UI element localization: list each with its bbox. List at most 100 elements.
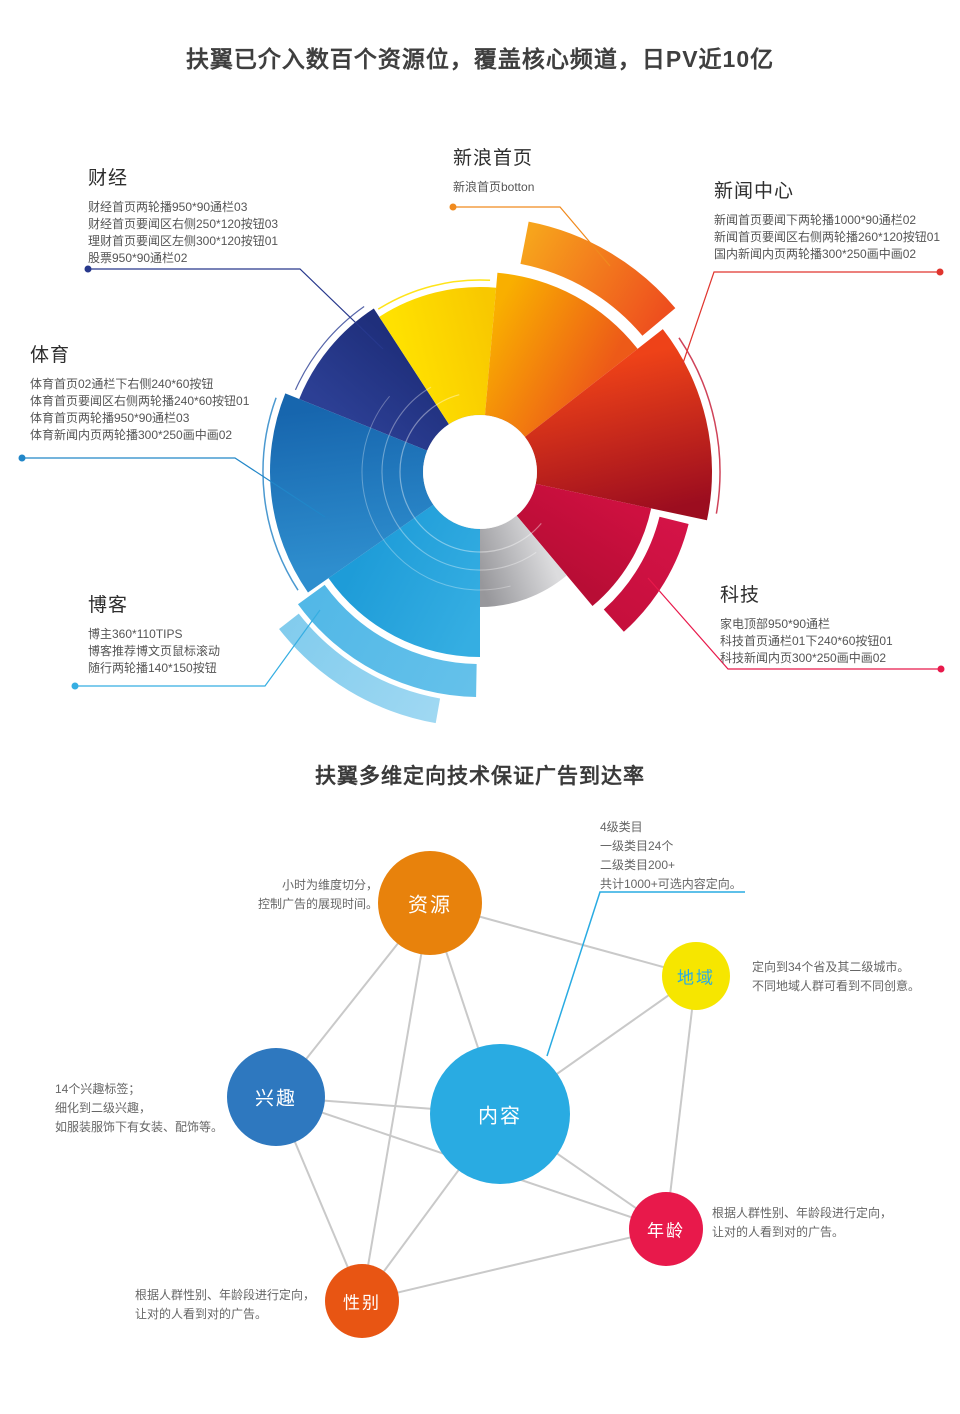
label-line: 新浪首页botton	[453, 180, 535, 194]
label-blog-title: 博客	[88, 595, 129, 616]
connector-blog	[75, 609, 321, 687]
label-sports-title: 体育	[30, 345, 71, 366]
node-label-age: 年龄	[647, 1221, 685, 1241]
label-sina-home-title: 新浪首页	[453, 148, 534, 169]
connector-dot-tech	[937, 665, 945, 673]
node-label-region: 地域	[677, 968, 715, 988]
connector-dot-news-center	[936, 268, 944, 276]
label-news-center-title: 新闻中心	[714, 181, 795, 202]
wedge-yellow	[379, 287, 497, 425]
label-line: 家电顶部950*90通栏	[720, 617, 831, 631]
connector-sports	[22, 457, 326, 518]
note-line: 控制广告的展现时间。	[257, 897, 378, 911]
node-content	[430, 1044, 570, 1184]
note-line: 14个兴趣标签；	[55, 1082, 141, 1096]
note-region: 定向到34个省及其二级城市。 不同地域人群可看到不同创意。	[752, 958, 920, 996]
note-line: 根据人群性别、年龄段进行定向，	[712, 1206, 893, 1220]
connector-finance	[88, 268, 384, 350]
label-line: 科技新闻内页300*250画中画02	[720, 651, 887, 665]
label-line: 博客推荐博文页鼠标滚动	[88, 644, 221, 658]
wedge-sina-orange	[484, 272, 638, 437]
connector-dot-blog	[71, 682, 79, 690]
connector-news-center	[681, 271, 940, 367]
label-sports: 体育 体育首页02通栏下右侧240*60按钮 体育首页要闻区右侧两轮播240*6…	[30, 340, 249, 444]
connector-dot-sina-home	[449, 203, 457, 211]
note-interest: 14个兴趣标签； 细化到二级兴趣， 如服装服饰下有女装、配饰等。	[55, 1080, 223, 1137]
label-sina-home: 新浪首页 新浪首页botton	[453, 143, 534, 196]
category-callout-line	[546, 891, 745, 1057]
note-resource: 小时为维度切分， 控制广告的展现时间。	[258, 876, 378, 914]
label-line: 体育首页02通栏下右侧240*60按钮	[30, 377, 214, 391]
node-resource	[378, 851, 482, 955]
wedge-news-red	[524, 329, 712, 521]
wedge-sports-blue	[270, 393, 434, 593]
label-finance-title: 财经	[88, 168, 129, 189]
label-line: 体育首页两轮播950*90通栏03	[30, 411, 190, 425]
note-gender: 根据人群性别、年龄段进行定向， 让对的人看到对的广告。	[135, 1286, 315, 1324]
node-label-resource: 资源	[408, 894, 452, 917]
band-blog-outer-1	[297, 584, 477, 697]
node-age	[629, 1192, 703, 1266]
label-line: 理财首页要闻区左侧300*120按钮01	[88, 234, 279, 248]
label-tech-title: 科技	[720, 585, 761, 606]
wedge-silver	[480, 515, 567, 607]
network-edge-resource-gender	[361, 902, 431, 1302]
label-line: 股票950*90通栏02	[88, 251, 188, 265]
note-line: 小时为维度切分，	[281, 878, 378, 892]
section2-title: 扶翼多维定向技术保证广告到达率	[315, 765, 645, 788]
band-tech-outer	[603, 516, 689, 632]
band-blog-outer-2	[279, 613, 441, 724]
label-news-center: 新闻中心 新闻首页要闻下两轮播1000*90通栏02 新闻首页要闻区右侧两轮播2…	[714, 176, 940, 263]
ring-arc	[377, 279, 491, 310]
node-gender	[325, 1264, 399, 1338]
connector-tech	[647, 577, 941, 670]
label-line: 财经首页两轮播950*90通栏03	[88, 200, 248, 214]
note-line: 不同地域人群可看到不同创意。	[752, 979, 921, 993]
ring-arc	[361, 395, 511, 591]
note-age: 根据人群性别、年龄段进行定向， 让对的人看到对的广告。	[712, 1204, 892, 1242]
label-tech: 科技 家电顶部950*90通栏 科技首页通栏01下240*60按钮01 科技新闻…	[720, 580, 893, 667]
note-line: 细化到二级兴趣，	[55, 1101, 152, 1115]
label-line: 新闻首页要闻下两轮播1000*90通栏02	[714, 213, 917, 227]
note-line: 二级类目200+	[600, 858, 676, 872]
node-label-content: 内容	[478, 1105, 522, 1128]
ring-arc	[294, 306, 365, 391]
band-sina-outer	[520, 221, 676, 336]
wedge-finance-darkblue	[299, 308, 449, 451]
note-line: 根据人群性别、年龄段进行定向，	[135, 1288, 316, 1302]
chart-center-circle	[422, 414, 538, 530]
network-edge-age-gender	[361, 1228, 667, 1302]
note-line: 4级类目	[600, 820, 643, 834]
connector-sina-home	[453, 206, 611, 267]
label-line: 国内新闻内页两轮播300*250画中画02	[714, 247, 917, 261]
note-line: 如服装服饰下有女装、配饰等。	[55, 1120, 224, 1134]
network-edge-region-age	[665, 975, 697, 1230]
label-line: 体育新闻内页两轮播300*250画中画02	[30, 428, 233, 442]
label-line: 财经首页要闻区右侧250*120按钮03	[88, 217, 279, 231]
label-line: 科技首页通栏01下240*60按钮01	[720, 634, 893, 648]
note-line: 一级类目24个	[600, 839, 674, 853]
node-interest	[227, 1048, 325, 1146]
ring-arc	[678, 337, 721, 514]
label-line: 博主360*110TIPS	[88, 627, 183, 641]
note-line: 定向到34个省及其二级城市。	[752, 960, 910, 974]
ring-arc	[399, 394, 542, 553]
label-line: 新闻首页要闻区右侧两轮播260*120按钮01	[714, 230, 941, 244]
note-line: 让对的人看到对的广告。	[135, 1307, 268, 1321]
note-line: 让对的人看到对的广告。	[712, 1225, 845, 1239]
connector-dot-finance	[84, 265, 92, 273]
node-label-gender: 性别	[343, 1293, 381, 1313]
wedge-tech-crimson	[516, 483, 652, 607]
connector-dot-sports	[18, 454, 26, 462]
label-finance: 财经 财经首页两轮播950*90通栏03 财经首页要闻区右侧250*120按钮0…	[88, 163, 278, 267]
section1-title: 扶翼已介入数百个资源位，覆盖核心频道，日PV近10亿	[185, 46, 775, 72]
label-blog: 博客 博主360*110TIPS 博客推荐博文页鼠标滚动 随行两轮播140*15…	[88, 590, 220, 677]
label-line: 随行两轮播140*150按钮	[88, 661, 217, 675]
note-line: 共计1000+可选内容定向。	[600, 877, 742, 891]
node-label-interest: 兴趣	[254, 1088, 298, 1110]
wedge-blog-lightblue	[328, 504, 480, 657]
ring-arc	[262, 397, 299, 591]
node-region	[662, 942, 730, 1010]
